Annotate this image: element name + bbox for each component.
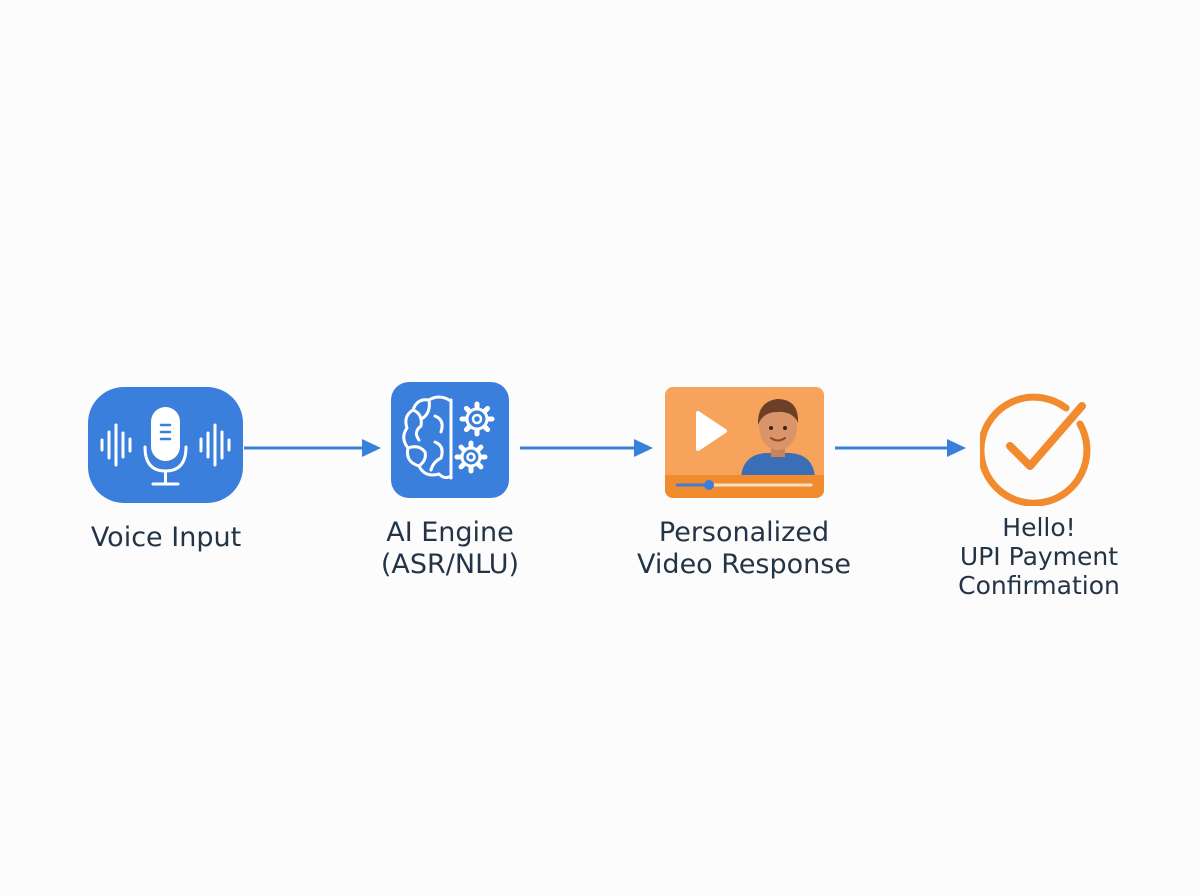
label-line: UPI Payment	[959, 542, 1119, 571]
label-line: (ASR/NLU)	[380, 549, 520, 580]
label-line: Video Response	[637, 549, 851, 580]
arrow-right-icon	[520, 438, 654, 458]
step-label: AI Engine (ASR/NLU)	[350, 517, 550, 581]
step-label: Hello! UPI Payment Confirmation	[929, 513, 1149, 600]
label-line: Personalized	[658, 517, 830, 548]
label-line: AI Engine	[386, 517, 514, 548]
label-line: Voice Input	[90, 522, 242, 553]
brain-gears-icon	[391, 382, 509, 498]
step-label: Voice Input	[66, 522, 266, 554]
step-label: Personalized Video Response	[624, 517, 864, 581]
checkmark-circle-icon	[980, 388, 1098, 506]
label-line: Confirmation	[958, 571, 1120, 600]
video-player-icon	[665, 387, 824, 498]
microphone-soundwave-icon	[88, 387, 243, 503]
arrow-right-icon	[244, 438, 382, 458]
arrow-right-icon	[835, 438, 967, 458]
label-line: Hello!	[1002, 513, 1076, 542]
